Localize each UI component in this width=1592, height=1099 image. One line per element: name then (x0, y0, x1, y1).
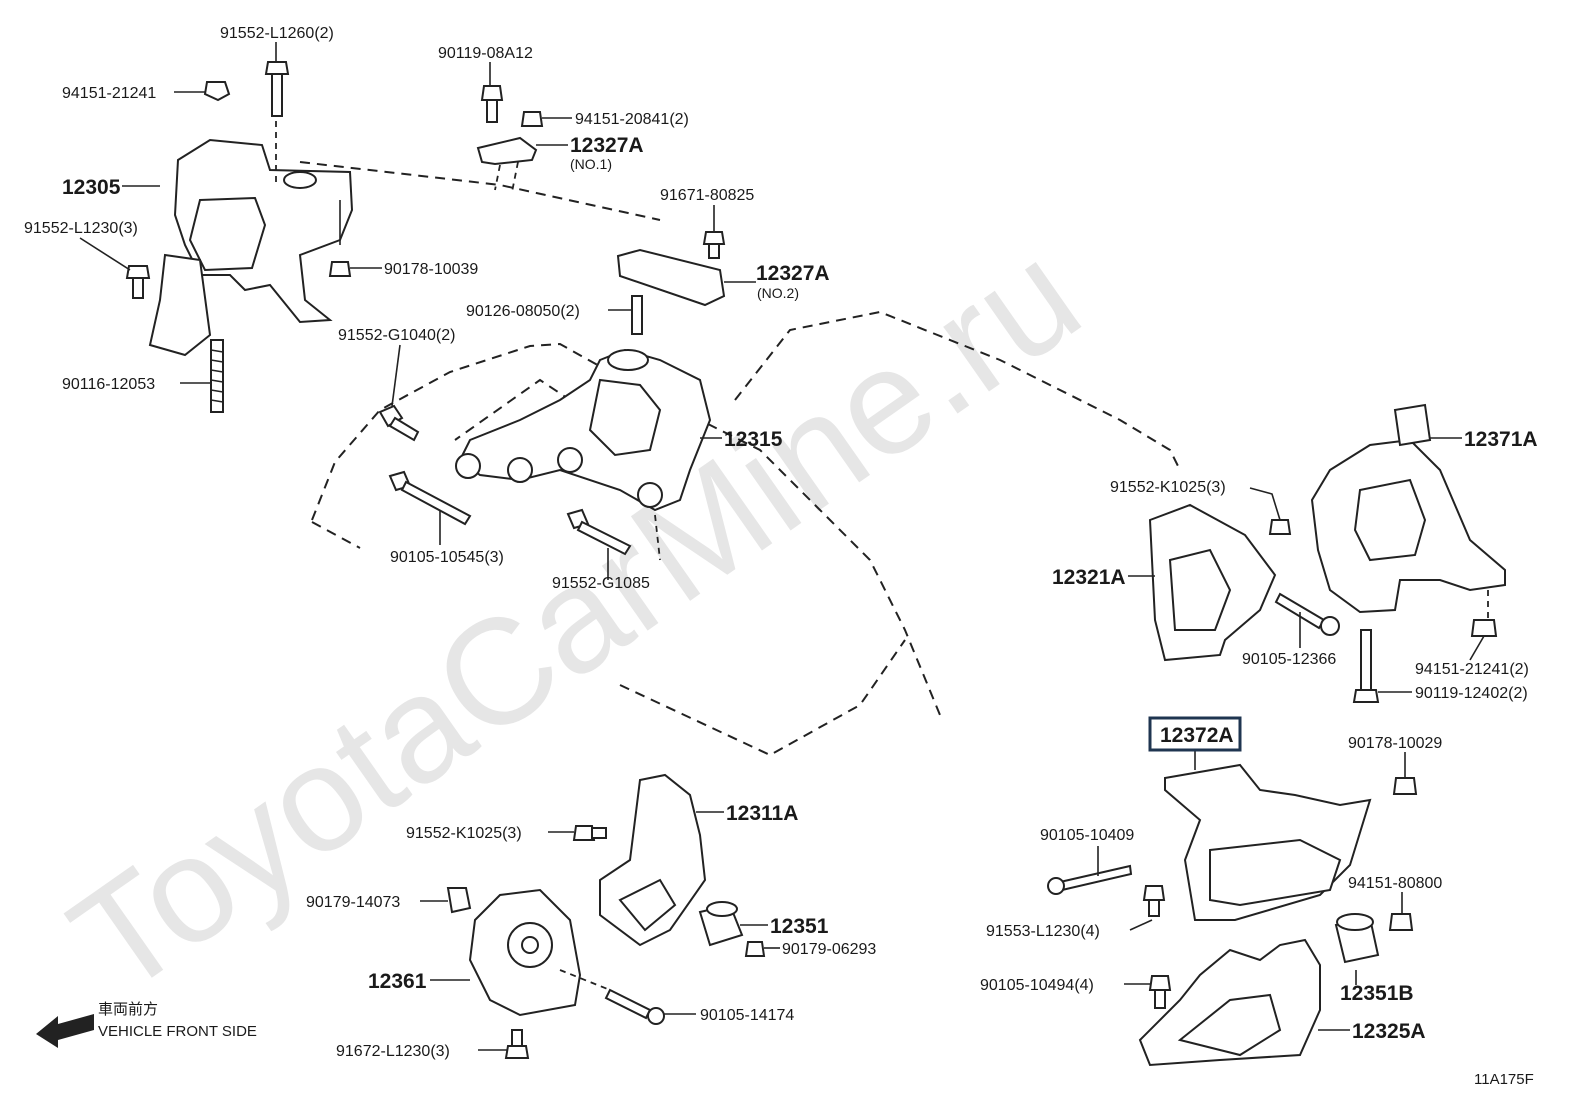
label-91672-L1230[interactable]: 91672-L1230(3) (336, 1043, 450, 1060)
dash-12361-bolt (559, 969, 611, 991)
part-12321A-bracket[interactable] (1148, 503, 1277, 662)
direction-label-en: VEHICLE FRONT SIDE (98, 1023, 257, 1040)
transmission-outline (734, 310, 1181, 471)
nut-94151-20841[interactable] (520, 111, 544, 127)
leader-lines (79, 42, 1485, 1051)
nut-94151-21241-2[interactable] (1470, 619, 1498, 637)
nut-90179-14073[interactable] (446, 887, 472, 914)
label-12371a[interactable]: 12371A (1464, 428, 1538, 451)
bolt-91552-L1230-left[interactable] (125, 265, 151, 299)
vehicle-front-indicator: 車両前方 VEHICLE FRONT SIDE (36, 1001, 257, 1048)
label-12327a-no1[interactable]: 12327A (570, 134, 644, 157)
label-90105-14174[interactable]: 90105-14174 (700, 1007, 794, 1024)
stud-90116-12053[interactable] (210, 339, 224, 413)
note-no2: (NO.2) (757, 285, 799, 301)
nut-94151-80800[interactable] (1388, 913, 1414, 931)
label-12327a-no2[interactable]: 12327A (756, 262, 830, 285)
label-91553-L1230[interactable]: 91553-L1230(4) (986, 923, 1100, 940)
label-12311a[interactable]: 12311A (726, 802, 798, 825)
bolt-91552-K1025-left[interactable] (572, 825, 607, 841)
label-90105-10494[interactable]: 90105-10494(4) (980, 977, 1094, 994)
label-12372a[interactable]: 12372A (1160, 724, 1234, 747)
direction-label-jp: 車両前方 (98, 1001, 158, 1018)
mount-dash-line (299, 161, 661, 221)
label-12361[interactable]: 12361 (368, 970, 427, 993)
note-no1: (NO.1) (570, 156, 612, 172)
nut-90178-10029[interactable] (1392, 777, 1418, 795)
label-94151-21241[interactable]: 94151-21241 (62, 85, 156, 102)
label-90179-14073[interactable]: 90179-14073 (306, 894, 400, 911)
bolt-91672-L1230[interactable] (504, 1029, 530, 1059)
part-12371A-mount[interactable] (1310, 403, 1506, 630)
bolt-91552-G1040[interactable] (378, 404, 420, 442)
label-12321a[interactable]: 12321A (1052, 566, 1126, 589)
part-12351B-bushing[interactable] (1334, 913, 1380, 964)
label-90178-10039[interactable]: 90178-10039 (384, 261, 478, 278)
part-12305-mount[interactable] (148, 110, 354, 357)
nut-90178-10039[interactable] (328, 261, 352, 277)
label-91552-G1040[interactable]: 91552-G1040(2) (338, 327, 455, 344)
stud-90119-12402[interactable] (1352, 629, 1380, 703)
label-91552-G1085[interactable]: 91552-G1085 (552, 575, 650, 592)
label-90119-08A12[interactable]: 90119-08A12 (438, 45, 533, 62)
nut-90179-06293[interactable] (744, 941, 766, 957)
bolt-90119-08A12[interactable] (480, 85, 504, 123)
diagram-code: 11A175F (1474, 1071, 1534, 1088)
label-94151-20841[interactable]: 94151-20841(2) (575, 111, 689, 128)
engine-outline-lower (619, 639, 906, 757)
bolt-91552-G1085[interactable] (566, 508, 632, 556)
bolt-91552-K1025-right[interactable] (1268, 519, 1292, 535)
label-90105-12366[interactable]: 90105-12366 (1242, 651, 1336, 668)
bolt-90105-10494[interactable] (1148, 975, 1172, 1009)
label-91552-K1025-l[interactable]: 91552-K1025(3) (406, 825, 522, 842)
label-90178-10029[interactable]: 90178-10029 (1348, 735, 1442, 752)
label-90116-12053[interactable]: 90116-12053 (62, 376, 155, 393)
stud-90126-08050[interactable] (631, 295, 643, 335)
label-12351[interactable]: 12351 (770, 915, 829, 938)
part-12327A-no1[interactable] (476, 136, 538, 193)
label-91552-K1025-r[interactable]: 91552-K1025(3) (1110, 479, 1226, 496)
label-91671-80825[interactable]: 91671-80825 (660, 187, 754, 204)
bolt-91552-L1260[interactable] (264, 61, 290, 117)
engine-outline-left (311, 521, 361, 549)
highlight-box-12372a (1148, 716, 1242, 752)
label-91552-L1260[interactable]: 91552-L1260(2) (220, 25, 334, 42)
label-12325a[interactable]: 12325A (1352, 1020, 1426, 1043)
part-12325A-bracket[interactable] (1138, 938, 1321, 1067)
label-94151-80800[interactable]: 94151-80800 (1348, 875, 1442, 892)
label-90105-10545[interactable]: 90105-10545(3) (390, 549, 504, 566)
label-12315[interactable]: 12315 (724, 428, 783, 451)
part-12315-bracket[interactable] (455, 348, 712, 512)
label-90119-12402[interactable]: 90119-12402(2) (1415, 685, 1528, 702)
dash-12315-down (654, 514, 661, 561)
label-90105-10409[interactable]: 90105-10409 (1040, 827, 1134, 844)
part-12351-bushing[interactable] (698, 901, 744, 947)
bolt-91671-80825[interactable] (702, 231, 726, 259)
label-12305[interactable]: 12305 (62, 176, 121, 199)
label-94151-21241-2[interactable]: 94151-21241(2) (1415, 661, 1529, 678)
part-12361-mount[interactable] (468, 888, 582, 1017)
arrow-left-icon (36, 1014, 94, 1048)
bolt-90105-10545[interactable] (388, 470, 472, 526)
part-12327A-no2[interactable] (616, 248, 726, 307)
label-90126-08050[interactable]: 90126-08050(2) (466, 303, 580, 320)
bolt-90105-14174[interactable] (604, 988, 665, 1025)
part-12372A-mount[interactable] (1164, 763, 1372, 921)
bolt-90105-12366[interactable] (1274, 592, 1340, 636)
label-90179-06293[interactable]: 90179-06293 (782, 941, 876, 958)
part-12311A-bracket[interactable] (599, 773, 707, 947)
nut-94151-21241[interactable] (203, 81, 231, 102)
bolt-90105-10409[interactable] (1047, 864, 1133, 895)
engine-outline-upper (311, 342, 941, 716)
label-91552-L1230[interactable]: 91552-L1230(3) (24, 220, 138, 237)
bolt-91553-L1230[interactable] (1142, 885, 1166, 917)
label-12351b[interactable]: 12351B (1340, 982, 1414, 1005)
